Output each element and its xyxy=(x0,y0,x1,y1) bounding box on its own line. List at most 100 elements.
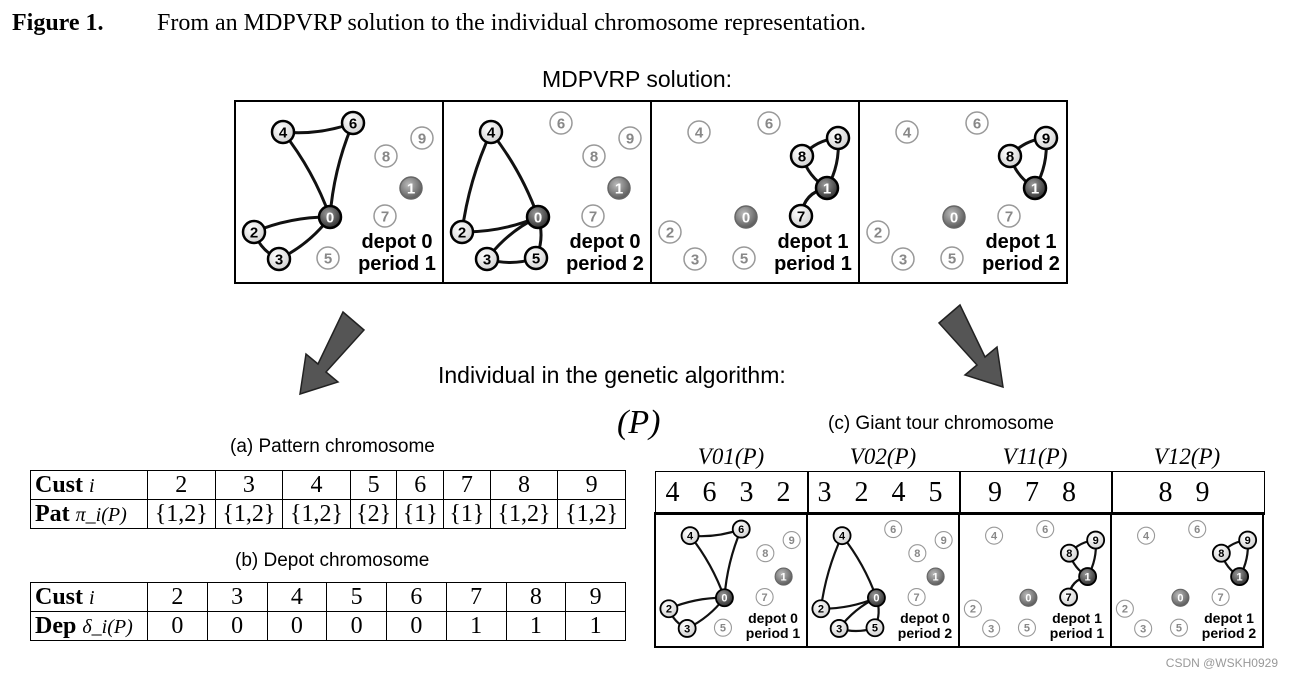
giant-node-1 xyxy=(1078,567,1098,586)
solution-node-label: 5 xyxy=(948,250,956,267)
giant-node-5 xyxy=(1017,618,1037,637)
solution-node-label: 8 xyxy=(1006,148,1014,165)
solution-node-0 xyxy=(942,205,966,229)
depot-cust-cell: 3 xyxy=(206,582,268,612)
solution-node-2 xyxy=(866,220,890,244)
solution-node-0 xyxy=(317,204,343,230)
giant-node-4 xyxy=(1137,526,1156,545)
giant-node-6 xyxy=(731,519,751,539)
solution-node-1 xyxy=(1022,175,1048,201)
solution-node-4 xyxy=(270,119,296,145)
giant-node-9 xyxy=(934,530,953,550)
giant-node-label: 3 xyxy=(988,623,994,635)
giant-node-label: 4 xyxy=(839,531,846,543)
giant-node-3 xyxy=(829,619,849,638)
solution-node-8 xyxy=(374,144,398,168)
solution-depot-label: depot 1 xyxy=(777,231,849,253)
giant-node-0 xyxy=(867,588,886,608)
giant-label-4: V12(P) xyxy=(1153,444,1221,469)
depot-cust-cell: 5 xyxy=(326,582,387,612)
giant-depot-label: depot 1 xyxy=(1204,610,1254,626)
solution-node-6 xyxy=(965,111,989,135)
giant-node-7 xyxy=(907,587,926,607)
solution-node-5 xyxy=(316,246,340,270)
giant-node-label: 3 xyxy=(836,623,842,635)
solution-depot-label: depot 0 xyxy=(569,231,641,253)
giant-node-0 xyxy=(1171,588,1190,607)
solution-node-label: 2 xyxy=(458,224,466,241)
giant-node-label: 7 xyxy=(1066,592,1072,604)
depot-value-cell: 0 xyxy=(147,611,208,641)
giant-label-2: V02(P) xyxy=(849,444,917,469)
solution-node-7 xyxy=(997,204,1021,228)
depot-value-cell: 0 xyxy=(266,611,328,641)
solution-node-3 xyxy=(683,247,707,271)
solution-node-label: 1 xyxy=(615,180,623,197)
solution-node-8 xyxy=(582,144,606,168)
solution-node-1 xyxy=(607,176,631,200)
solution-node-label: 5 xyxy=(740,250,748,267)
depot-row2-sym: δ_i(P) xyxy=(82,615,133,638)
giant-period-label: period 2 xyxy=(1201,625,1257,642)
pattern-row2-name: Pat xyxy=(35,500,70,527)
giant-node-label: 6 xyxy=(890,524,896,536)
solution-node-7 xyxy=(581,204,605,228)
solution-node-label: 8 xyxy=(382,148,390,165)
individual-title: Individual in the genetic algorithm: xyxy=(438,362,786,388)
arrow-right-icon xyxy=(937,303,1004,389)
giant-node-label: 5 xyxy=(872,623,878,635)
giant-tour-cell: 8 9 xyxy=(1111,471,1265,515)
solution-node-label: 0 xyxy=(950,209,958,226)
solution-node-label: 2 xyxy=(874,224,882,241)
giant-node-0 xyxy=(1019,588,1038,607)
giant-node-9 xyxy=(1086,530,1106,550)
depot-value-cell: 1 xyxy=(505,611,567,641)
solution-node-label: 2 xyxy=(250,224,258,241)
giant-label-1: V01(P) xyxy=(697,444,765,469)
pattern-cust-cell: 5 xyxy=(349,470,398,500)
giant-node-label: 0 xyxy=(1025,593,1031,605)
solution-node-9 xyxy=(410,126,434,150)
solution-node-6 xyxy=(340,110,366,136)
depot-cust-cell: 2 xyxy=(147,582,208,612)
depot-row2-name: Dep xyxy=(35,612,77,639)
giant-node-6 xyxy=(1188,520,1207,539)
giant-node-label: 9 xyxy=(1245,535,1251,547)
solution-node-label: 3 xyxy=(483,251,491,268)
giant-node-label: 3 xyxy=(684,623,690,635)
solution-node-label: 6 xyxy=(349,115,357,132)
pattern-value-cell: {1,2} xyxy=(557,499,626,529)
solution-node-label: 4 xyxy=(487,124,496,141)
giant-node-label: 2 xyxy=(970,604,976,616)
giant-node-3 xyxy=(982,619,1001,638)
giant-node-0 xyxy=(715,588,734,608)
solution-node-label: 9 xyxy=(418,130,426,147)
pattern-cust-cell: 6 xyxy=(396,470,445,500)
solution-node-label: 4 xyxy=(903,124,912,141)
solution-node-label: 7 xyxy=(381,208,389,225)
solution-depot-label: depot 0 xyxy=(361,231,433,253)
figure-label: Figure 1. xyxy=(12,10,104,36)
giant-node-label: 4 xyxy=(991,531,998,543)
solution-node-label: 4 xyxy=(279,124,288,141)
solution-node-label: 4 xyxy=(695,124,704,141)
arrow-left-icon xyxy=(299,310,366,396)
giant-node-label: 9 xyxy=(941,535,947,547)
giant-node-2 xyxy=(1115,599,1134,618)
solution-period-label: period 2 xyxy=(566,252,644,275)
pattern-value-cell: {1} xyxy=(443,499,491,529)
depot-cust-cell: 8 xyxy=(505,582,567,612)
solution-node-label: 7 xyxy=(1005,208,1013,225)
giant-node-2 xyxy=(963,599,982,618)
giant-node-label: 5 xyxy=(720,623,726,635)
giant-node-6 xyxy=(1036,520,1055,539)
giant-node-8 xyxy=(1059,543,1079,563)
giant-node-3 xyxy=(677,619,697,638)
giant-node-label: 0 xyxy=(721,593,727,605)
